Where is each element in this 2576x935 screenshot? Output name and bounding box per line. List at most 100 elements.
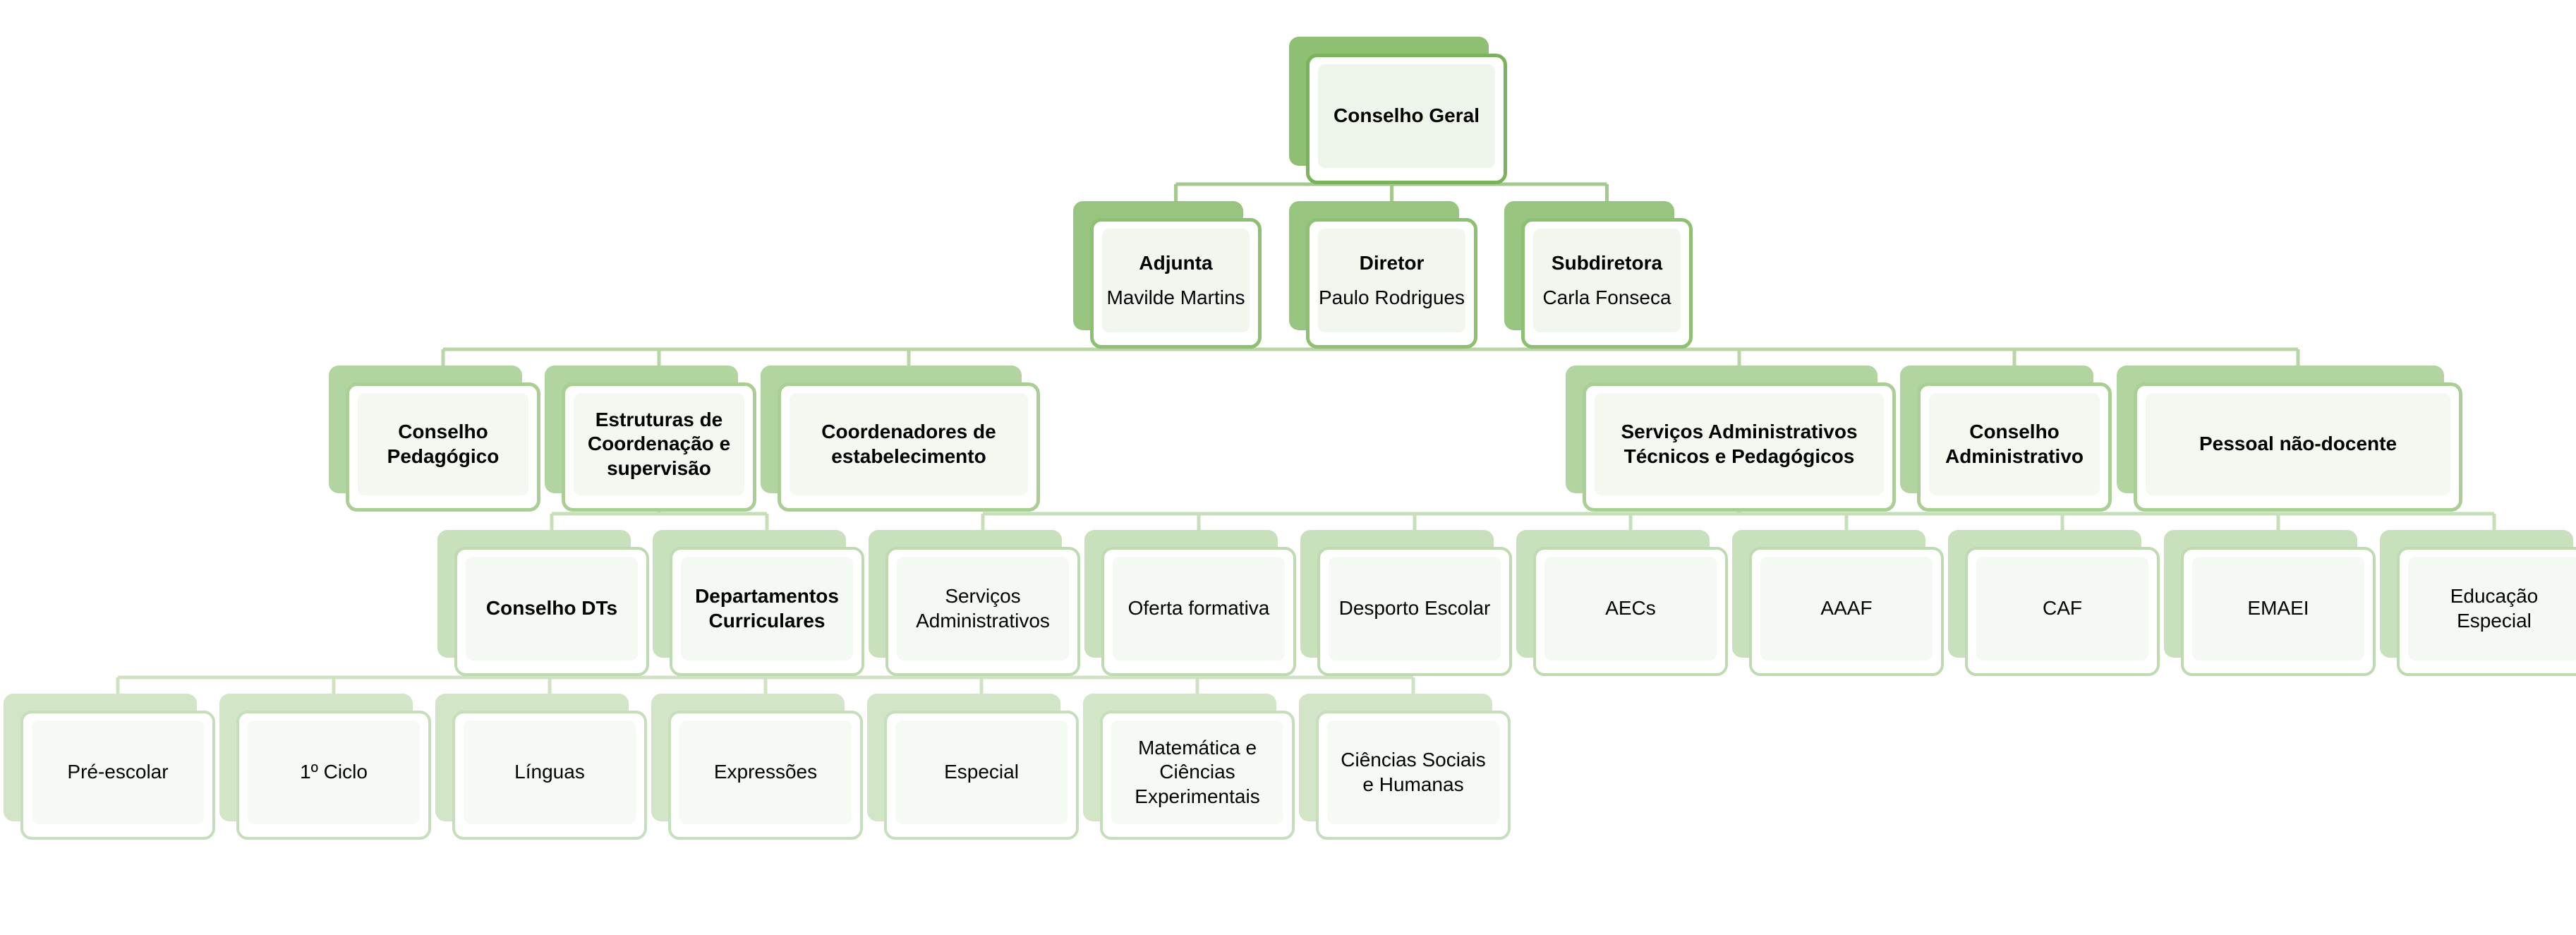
node-content: Pessoal não-docente: [2146, 393, 2450, 495]
node-content: Conselho Geral: [1318, 64, 1495, 168]
node-card: Desporto Escolar: [1317, 547, 1512, 676]
node-card: Expressões: [668, 711, 863, 840]
node-card: Conselho DTs: [454, 547, 649, 676]
node-subtitle: Paulo Rodrigues: [1318, 286, 1465, 308]
node-card: AAAF: [1749, 547, 1944, 676]
org-node-aecs: AECs: [1516, 530, 1728, 676]
node-title: Desporto Escolar: [1338, 597, 1491, 620]
org-node-desporto-escolar: Desporto Escolar: [1300, 530, 1512, 676]
node-title: Conselho Geral: [1334, 104, 1480, 127]
node-title: AECs: [1605, 597, 1656, 620]
node-card: Conselho Geral: [1306, 54, 1507, 184]
node-title: Pessoal não-docente: [2199, 433, 2397, 455]
org-node-especial: Especial: [867, 694, 1079, 840]
node-title: CAF: [2043, 597, 2082, 620]
org-node-oferta-formativa: Oferta formativa: [1084, 530, 1296, 676]
org-node-emaei: EMAEI: [2164, 530, 2376, 676]
node-card: CAF: [1965, 547, 2160, 676]
org-node-conselho-geral: Conselho Geral: [1289, 37, 1507, 184]
org-node-primeiro-ciclo: 1º Ciclo: [219, 694, 431, 840]
node-title: EMAEI: [2247, 597, 2309, 620]
node-content: Línguas: [464, 720, 636, 824]
node-card: Oferta formativa: [1101, 547, 1296, 676]
node-title: Diretor: [1359, 252, 1425, 275]
node-card: Pré-escolar: [20, 711, 215, 840]
node-content: EMAEI: [2192, 557, 2364, 660]
node-content: Desporto Escolar: [1329, 557, 1501, 660]
node-content: 1º Ciclo: [248, 720, 420, 824]
org-node-linguas: Línguas: [435, 694, 647, 840]
node-content: Conselho DTs: [466, 557, 638, 660]
node-card: Especial: [884, 711, 1079, 840]
org-node-pre-escolar: Pré-escolar: [4, 694, 215, 840]
node-content: CAF: [1976, 557, 2148, 660]
node-content: Pré-escolar: [32, 720, 204, 824]
org-node-pessoal-nao-docente: Pessoal não-docente: [2117, 366, 2462, 512]
node-content: Especial: [895, 720, 1068, 824]
org-node-caf: CAF: [1948, 530, 2160, 676]
node-card: Pessoal não-docente: [2134, 382, 2462, 512]
node-card: AECs: [1533, 547, 1728, 676]
org-node-conselho-dts: Conselho DTs: [437, 530, 649, 676]
node-card: EMAEI: [2181, 547, 2376, 676]
org-node-aaaf: AAAF: [1732, 530, 1944, 676]
node-title: AAAF: [1820, 597, 1873, 620]
node-content: Expressões: [679, 720, 852, 824]
node-content: AAAF: [1760, 557, 1933, 660]
node-content: Oferta formativa: [1113, 557, 1285, 660]
org-node-expressoes: Expressões: [651, 694, 863, 840]
node-title: Adjunta: [1139, 252, 1213, 275]
node-title: Conselho DTs: [485, 597, 618, 620]
node-card: 1º Ciclo: [236, 711, 431, 840]
node-title: Oferta formativa: [1127, 597, 1270, 620]
node-title: Especial: [944, 761, 1019, 783]
node-content: AECs: [1544, 557, 1717, 660]
node-title: Pré-escolar: [67, 761, 169, 783]
node-title: 1º Ciclo: [300, 761, 368, 783]
node-subtitle: Mavilde Martins: [1106, 286, 1245, 308]
node-card: Línguas: [452, 711, 647, 840]
